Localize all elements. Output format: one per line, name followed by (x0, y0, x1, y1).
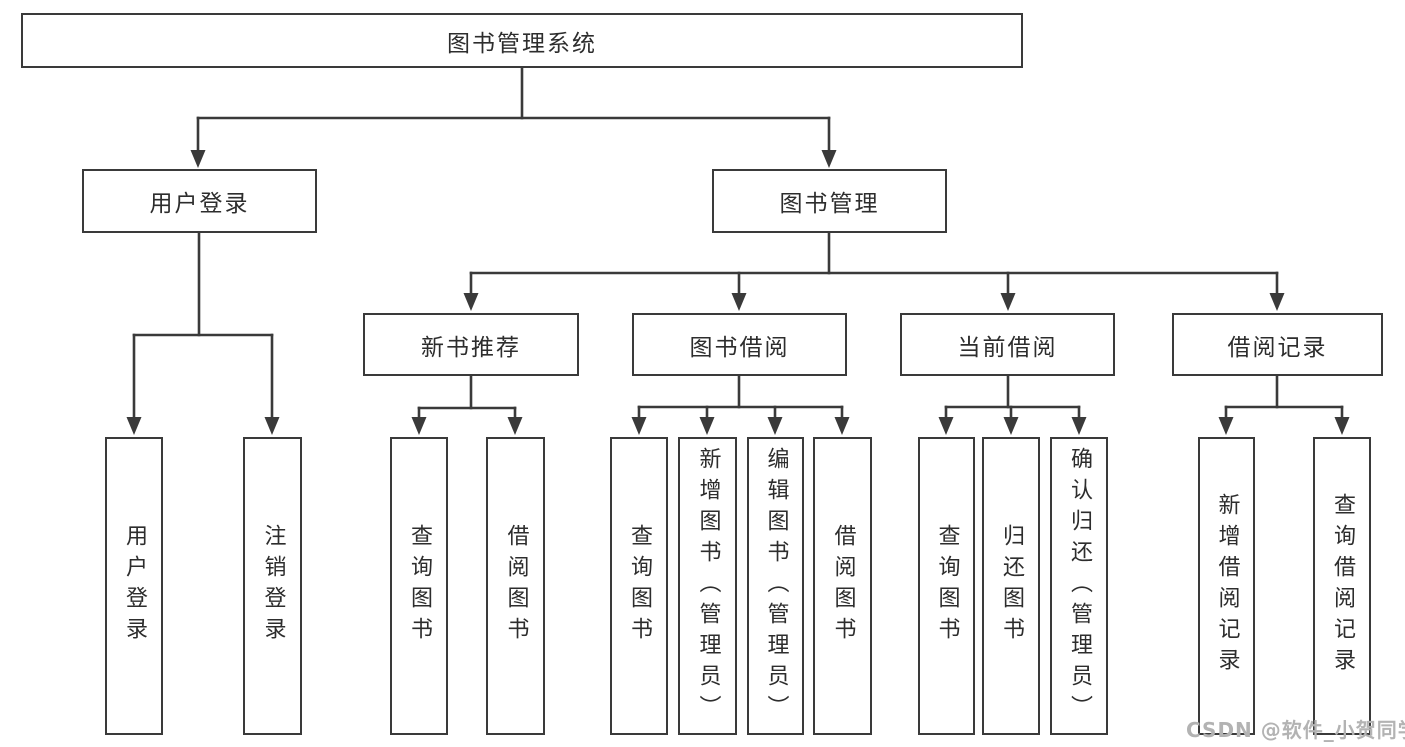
leaf-records-query-record: 查询借阅记录 (1313, 437, 1371, 735)
leaf-records-add-record: 新增借阅记录 (1198, 437, 1255, 735)
leaf-current-confirm-return-label: 确认归还（管理员） (1067, 446, 1092, 726)
leaf-current-return-books: 归还图书 (982, 437, 1040, 735)
node-new-book-recommend: 新书推荐 (363, 313, 579, 376)
leaf-current-query-books-label: 查询图书 (934, 524, 960, 648)
leaf-records-query-record-label: 查询借阅记录 (1330, 493, 1355, 679)
leaf-borrow-edit-books-label: 编辑图书（管理员） (763, 446, 789, 726)
leaf-borrow-query-books: 查询图书 (610, 437, 668, 735)
node-book-management: 图书管理 (712, 169, 947, 233)
node-borrowing-records-label: 借阅记录 (1227, 334, 1328, 361)
node-new-book-recommend-label: 新书推荐 (421, 334, 521, 361)
edge-book-mgmt-to-level3 (463, 231, 1285, 311)
leaf-borrow-edit-books: 编辑图书（管理员） (747, 437, 804, 735)
leaf-login-user-login-label: 用户登录 (122, 524, 147, 648)
leaf-borrow-borrow-books: 借阅图书 (813, 437, 872, 735)
leaf-current-return-books-label: 归还图书 (999, 524, 1024, 648)
leaf-login-logout: 注销登录 (243, 437, 302, 735)
edge-book-borrow-to-leaves (631, 374, 850, 435)
node-current-borrowing: 当前借阅 (900, 313, 1115, 376)
edge-root-to-level2 (190, 66, 837, 168)
edge-current-borrow-to-leaves (938, 374, 1087, 435)
leaf-login-logout-label: 注销登录 (260, 524, 286, 648)
node-library-system: 图书管理系统 (21, 13, 1023, 68)
leaf-borrow-add-books: 新增图书（管理员） (678, 437, 737, 735)
leaf-login-user-login: 用户登录 (105, 437, 163, 735)
leaf-borrow-add-books-label: 新增图书（管理员） (695, 446, 721, 726)
node-borrowing-records: 借阅记录 (1172, 313, 1383, 376)
leaf-current-confirm-return: 确认归还（管理员） (1050, 437, 1108, 735)
csdn-watermark: CSDN @软件_小贺同学 (1186, 718, 1405, 742)
leaf-recommend-query-books-label: 查询图书 (407, 524, 432, 648)
leaf-borrow-borrow-books-label: 借阅图书 (830, 524, 856, 648)
node-book-management-label: 图书管理 (779, 191, 880, 217)
leaf-recommend-query-books: 查询图书 (390, 437, 448, 735)
node-library-system-label: 图书管理系统 (447, 30, 597, 57)
leaf-borrow-query-books-label: 查询图书 (627, 524, 652, 648)
edge-borrow-record-to-leaves (1218, 374, 1350, 435)
leaf-recommend-borrow-books-label: 借阅图书 (503, 524, 529, 648)
node-user-login: 用户登录 (82, 169, 317, 233)
node-current-borrowing-label: 当前借阅 (957, 334, 1058, 361)
edge-user-login-to-leaves (126, 231, 280, 435)
leaf-recommend-borrow-books: 借阅图书 (486, 437, 545, 735)
leaf-current-query-books: 查询图书 (918, 437, 975, 735)
node-book-borrowing: 图书借阅 (632, 313, 847, 376)
node-user-login-label: 用户登录 (149, 191, 250, 217)
edge-new-book-rec-to-leaves (411, 374, 523, 435)
leaf-records-add-record-label: 新增借阅记录 (1214, 493, 1240, 679)
node-book-borrowing-label: 图书借阅 (689, 334, 790, 361)
